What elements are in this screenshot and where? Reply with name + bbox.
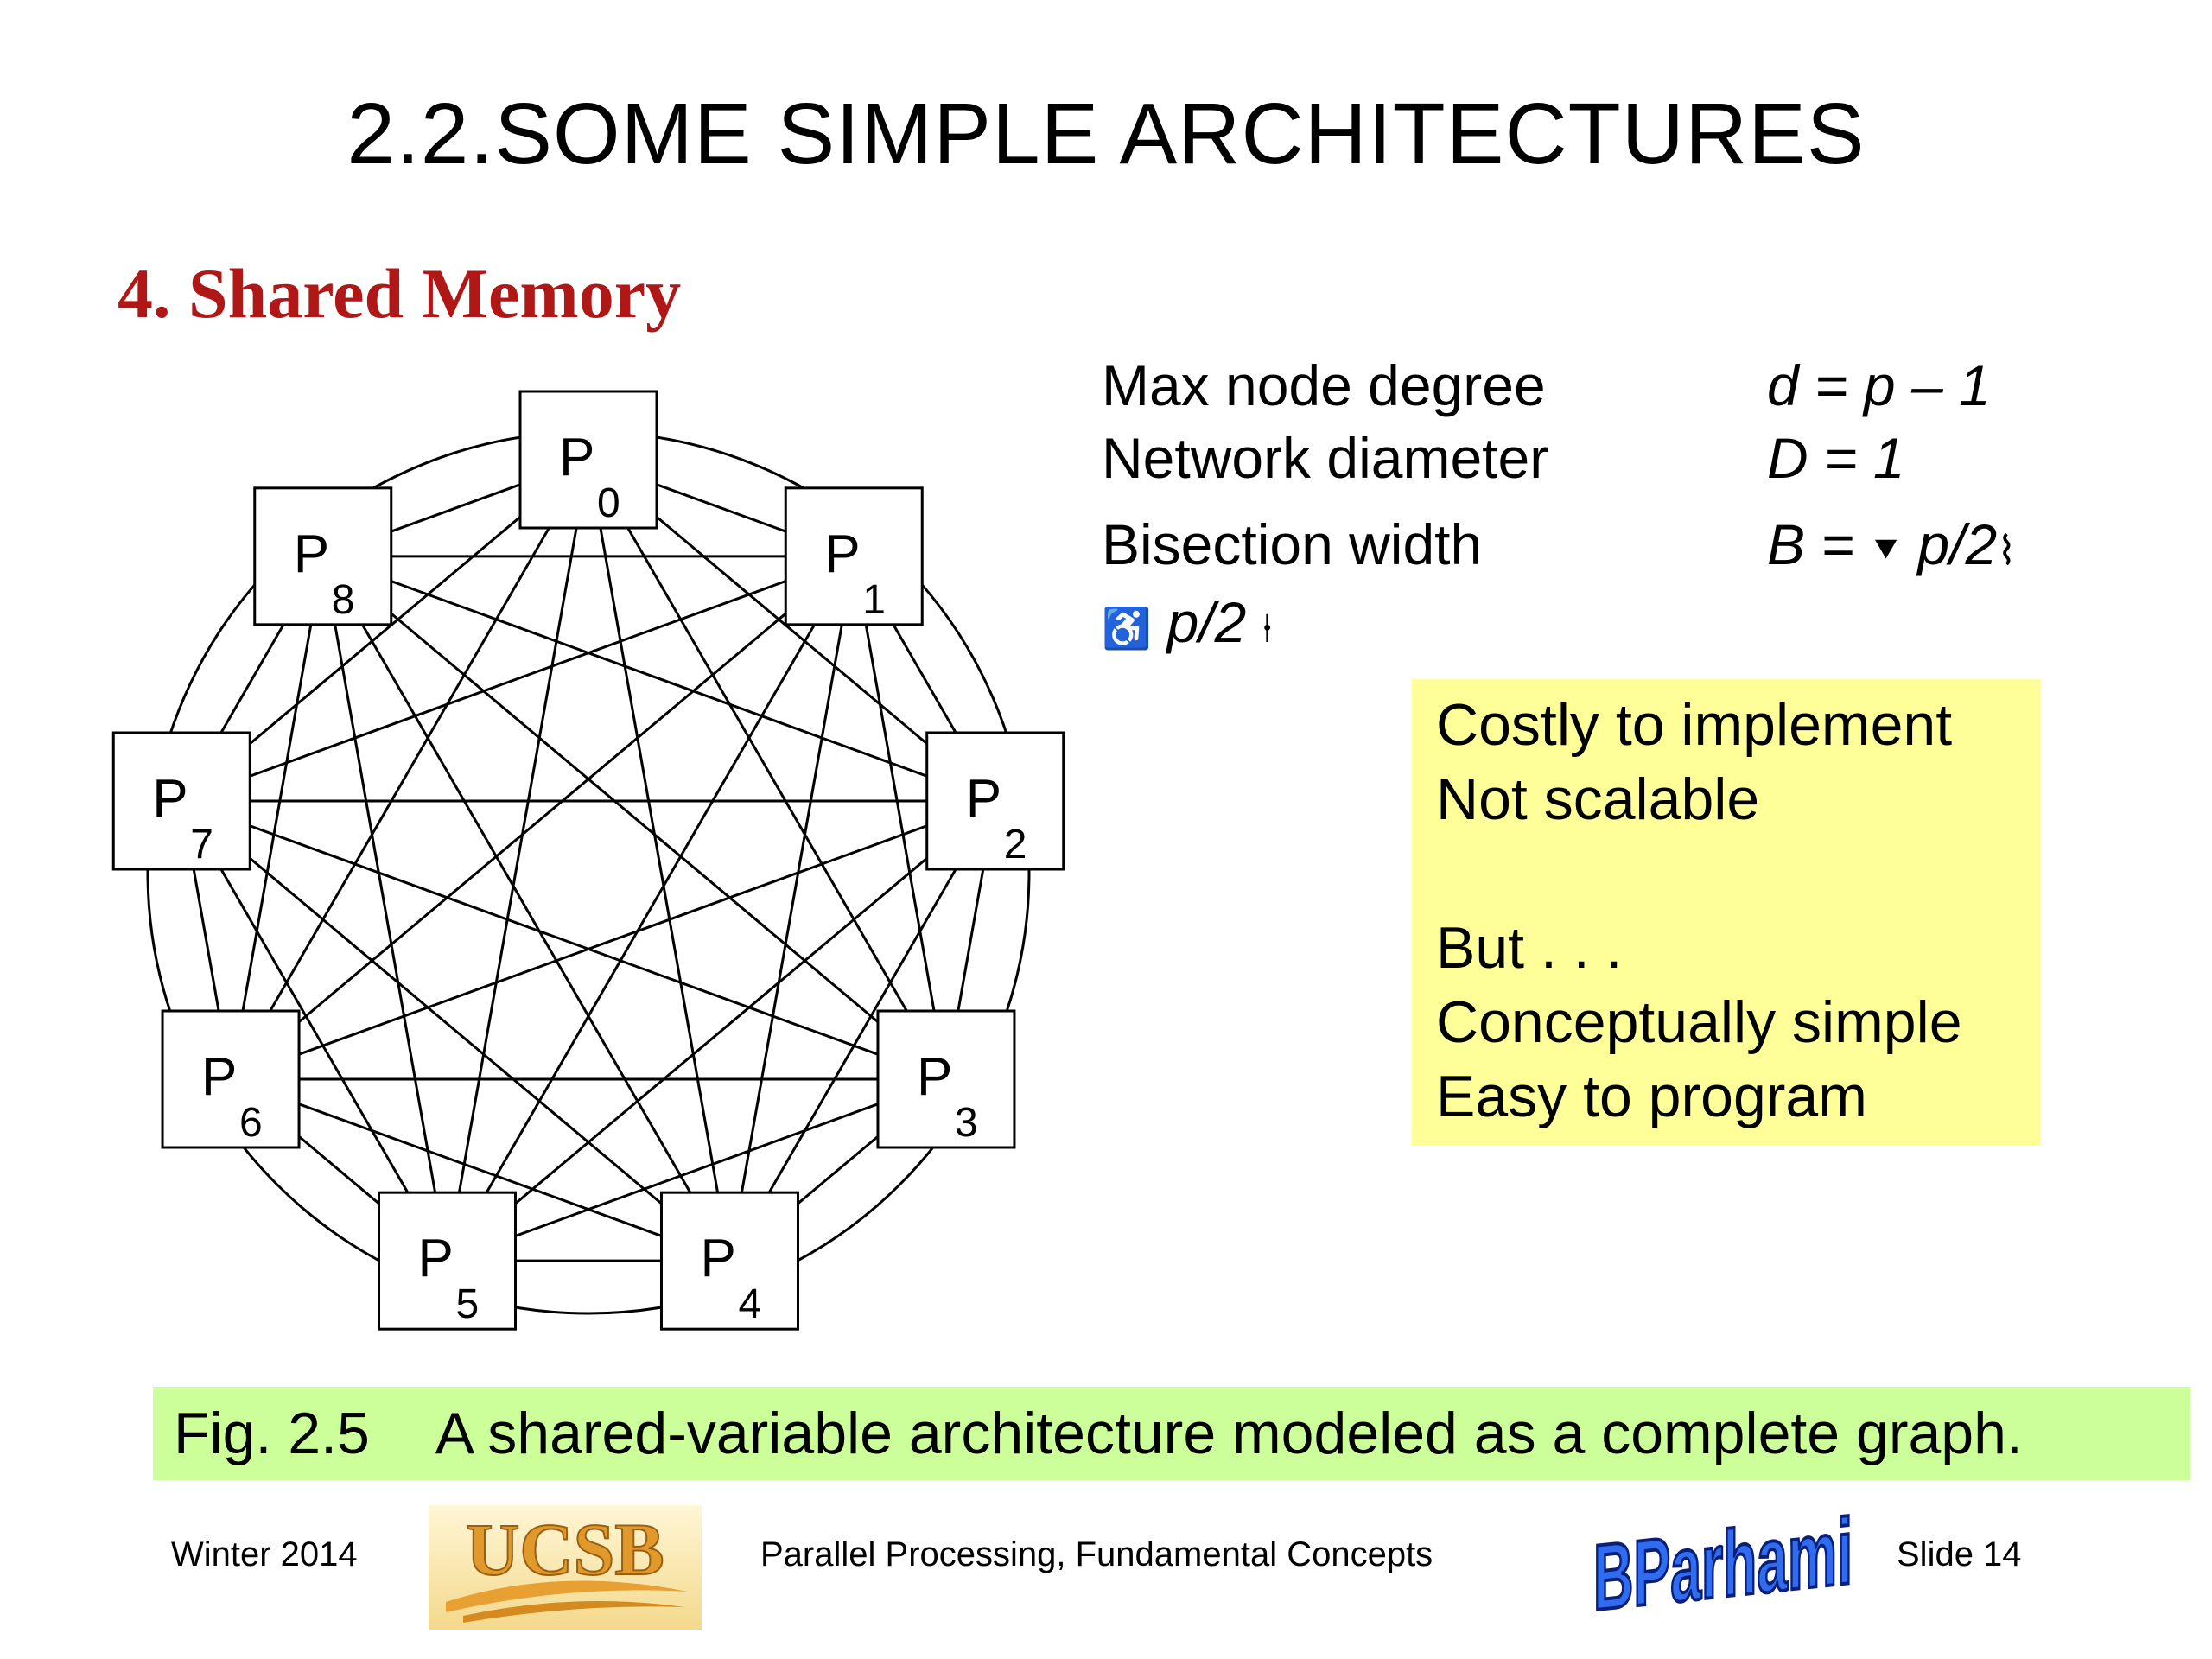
- processor-label: P: [294, 524, 329, 584]
- wheelchair-symbol-icon: ♿: [1102, 606, 1152, 651]
- note-line: But . . .: [1436, 915, 1623, 981]
- processor-node: P7: [111, 731, 251, 871]
- graph-edge: [321, 556, 448, 1262]
- processor-subscript: 0: [597, 480, 620, 526]
- network-diameter-label: Network diameter: [1102, 426, 1549, 490]
- processor-subscript: 3: [955, 1100, 978, 1146]
- graph-edges: [180, 458, 997, 1262]
- processor-box: [378, 1191, 518, 1331]
- bisection-width-value: B = ⯆ p/2⌇: [1767, 510, 2017, 585]
- graph-edge: [587, 459, 731, 1262]
- bisection-width-wrap: ♿ p/2 ⍿: [1102, 588, 1273, 663]
- graph-edge: [181, 799, 947, 1081]
- processor-label: P: [201, 1047, 237, 1107]
- section-heading: 4. Shared Memory: [118, 254, 682, 333]
- footer-slide-number: Slide 14: [1897, 1535, 2022, 1573]
- graph-edge: [322, 555, 996, 803]
- graph-edge: [229, 459, 590, 1080]
- ucsb-logo-text: UCSB: [466, 1508, 664, 1591]
- map-symbol-icon: ⌇: [1997, 528, 2017, 573]
- processor-box: [253, 486, 393, 626]
- network-diameter-value: D = 1: [1767, 423, 1905, 493]
- processor-node: P3: [876, 1009, 1016, 1149]
- caption-bar: Fig. 2.5 A shared-variable architecture m…: [153, 1387, 2190, 1480]
- processor-label: P: [559, 428, 594, 487]
- processor-node: P2: [925, 731, 1065, 871]
- footer-course: Parallel Processing, Fundamental Concept…: [760, 1535, 1433, 1573]
- processor-label: P: [418, 1229, 454, 1288]
- processor-node: P0: [518, 390, 658, 530]
- graph-edge: [181, 555, 855, 803]
- processor-box: [659, 1191, 799, 1331]
- bisection-width-label: Bisection width: [1102, 512, 1483, 576]
- bparhami-logo: BParhami: [1592, 1503, 1854, 1631]
- figure-caption-text: A shared-variable architecture modeled a…: [435, 1401, 2023, 1466]
- floor-symbol-icon: ⯆: [1870, 528, 1903, 573]
- network-diameter-formula: D = 1: [1767, 426, 1905, 490]
- processor-box: [518, 390, 658, 530]
- footer-date: Winter 2014: [171, 1535, 358, 1573]
- graph-edge: [587, 459, 948, 1080]
- graph-edge: [728, 800, 997, 1262]
- max-node-degree-value: d = p – 1: [1767, 351, 1991, 420]
- graph-edge: [321, 556, 731, 1262]
- processor-box: [784, 486, 924, 626]
- processor-subscript: 2: [1004, 822, 1027, 868]
- note-box: Costly to implement Not scalable But . .…: [1412, 679, 2041, 1146]
- processor-node: P1: [784, 486, 924, 626]
- graph-edge: [446, 459, 590, 1262]
- slide-title: 2.2.SOME SIMPLE ARCHITECTURES: [346, 86, 1866, 182]
- graph-edge: [230, 1077, 730, 1262]
- note-line: Costly to implement: [1436, 692, 1953, 758]
- graph-edge: [321, 555, 947, 1081]
- processor-box: [876, 1009, 1016, 1149]
- processor-node: P4: [659, 1191, 799, 1331]
- max-node-degree-label: Max node degree: [1102, 353, 1546, 417]
- processor-box: [161, 1009, 301, 1149]
- processor-subscript: 6: [239, 1100, 263, 1146]
- processor-box: [925, 731, 1065, 871]
- processor-subscript: 1: [862, 577, 886, 623]
- processor-box: [111, 731, 251, 871]
- ceiling-symbol-icon: ⍿: [1262, 606, 1273, 651]
- processor-label: P: [700, 1229, 735, 1288]
- graph-edge: [230, 555, 855, 1081]
- max-node-degree-formula: d = p – 1: [1767, 353, 1991, 417]
- processor-subscript: 4: [738, 1281, 761, 1327]
- bisection-width-b: B =: [1767, 512, 1854, 576]
- graph-edge: [446, 556, 855, 1262]
- processor-label: P: [152, 769, 188, 829]
- bparhami-logo-text: BParhami: [1593, 1503, 1853, 1630]
- processor-label: P: [917, 1047, 952, 1107]
- graph-edge: [447, 1077, 947, 1262]
- graph-edge: [181, 799, 731, 1262]
- graph-edge: [229, 556, 325, 1080]
- figure-number: Fig. 2.5: [174, 1401, 370, 1466]
- bisection-width-p2: p/2: [1917, 512, 1998, 576]
- graph-edge: [230, 799, 996, 1081]
- processor-subscript: 7: [190, 822, 213, 868]
- graph-edge: [446, 799, 996, 1262]
- processor-node: P5: [378, 1191, 518, 1331]
- processor-subscript: 5: [456, 1281, 480, 1327]
- processor-subscript: 8: [332, 577, 355, 623]
- graph-edge: [180, 800, 448, 1262]
- processor-label: P: [824, 524, 860, 584]
- bisection-width-wrap-p2: p/2: [1166, 590, 1247, 654]
- note-line: Easy to program: [1436, 1064, 1867, 1129]
- processor-node: P8: [253, 486, 393, 626]
- processor-node: P6: [161, 1009, 301, 1149]
- processor-label: P: [966, 769, 1001, 829]
- figure-caption: Fig. 2.5 A shared-variable architecture m…: [174, 1397, 2023, 1470]
- graph-edge: [728, 556, 855, 1262]
- note-line: Not scalable: [1436, 766, 1760, 832]
- note-line: Conceptually simple: [1436, 989, 1962, 1055]
- graph-edge: [852, 556, 948, 1080]
- ucsb-logo: UCSB: [429, 1505, 702, 1630]
